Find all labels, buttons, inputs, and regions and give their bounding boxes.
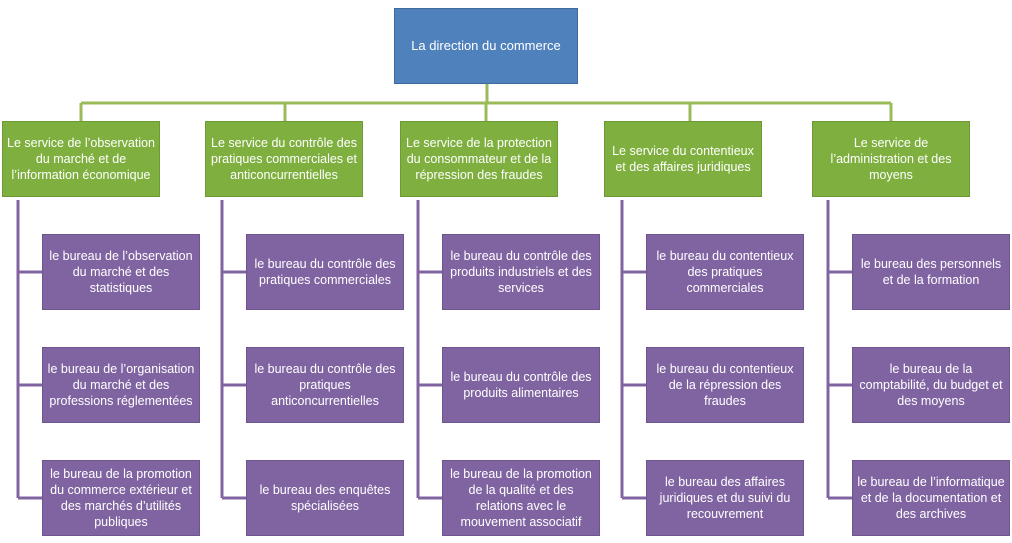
bureau-label: le bureau du contrôle des pratiques anti… xyxy=(254,362,396,408)
bureau-label: le bureau du contrôle des produits indus… xyxy=(450,249,592,295)
service-label: Le service de l’administration et des mo… xyxy=(830,136,952,182)
bureau-label: le bureau du contentieux de la répressio… xyxy=(656,362,794,408)
service-node-contentieux: Le service du contentieux et des affaire… xyxy=(604,121,762,197)
bureau-node: le bureau du contrôle des produits alime… xyxy=(442,347,600,423)
bureau-node: le bureau des personnels et de la format… xyxy=(852,234,1010,310)
bureau-node: le bureau de l’informatique et de la doc… xyxy=(852,460,1010,536)
service-label: Le service de l’observation du marché et… xyxy=(7,136,155,182)
bureau-label: le bureau des personnels et de la format… xyxy=(860,257,1002,287)
bureau-node: le bureau des enquêtes spécialisées xyxy=(246,460,404,536)
service-node-controle: Le service du contrôle des pratiques com… xyxy=(205,121,363,197)
bureau-label: le bureau de l’observation du marché et … xyxy=(49,249,193,295)
service-label: Le service de la protection du consommat… xyxy=(406,136,552,182)
bureau-label: le bureau de la promotion du commerce ex… xyxy=(50,467,192,529)
bureau-node: le bureau de la comptabilité, du budget … xyxy=(852,347,1010,423)
bureau-node: le bureau de l’organisation du marché et… xyxy=(42,347,200,423)
bureau-label: le bureau du contentieux des pratiques c… xyxy=(656,249,794,295)
root-label: La direction du commerce xyxy=(411,38,561,53)
bureau-label: le bureau du contrôle des produits alime… xyxy=(450,370,592,400)
bureau-label: le bureau de la promotion de la qualité … xyxy=(450,467,592,529)
bureau-node: le bureau du contrôle des produits indus… xyxy=(442,234,600,310)
bureau-node: le bureau de la promotion de la qualité … xyxy=(442,460,600,536)
bureau-node: le bureau du contrôle des pratiques anti… xyxy=(246,347,404,423)
bureau-node: le bureau de l’observation du marché et … xyxy=(42,234,200,310)
bureau-label: le bureau de la comptabilité, du budget … xyxy=(859,362,1003,408)
service-node-protection: Le service de la protection du consommat… xyxy=(400,121,558,197)
bureau-node: le bureau du contentieux de la répressio… xyxy=(646,347,804,423)
bureau-node: le bureau du contentieux des pratiques c… xyxy=(646,234,804,310)
service-label: Le service du contentieux et des affaire… xyxy=(612,144,754,174)
service-label: Le service du contrôle des pratiques com… xyxy=(211,136,357,182)
service-node-observation: Le service de l’observation du marché et… xyxy=(2,121,160,197)
bureau-label: le bureau du contrôle des pratiques comm… xyxy=(254,257,396,287)
bureau-node: le bureau de la promotion du commerce ex… xyxy=(42,460,200,536)
service-node-administration: Le service de l’administration et des mo… xyxy=(812,121,970,197)
bureau-node: le bureau des affaires juridiques et du … xyxy=(646,460,804,536)
bureau-node: le bureau du contrôle des pratiques comm… xyxy=(246,234,404,310)
bureau-label: le bureau de l’informatique et de la doc… xyxy=(857,475,1005,521)
bureau-label: le bureau des enquêtes spécialisées xyxy=(259,483,391,513)
bureau-label: le bureau des affaires juridiques et du … xyxy=(659,475,791,521)
bureau-label: le bureau de l’organisation du marché et… xyxy=(47,362,195,408)
root-node: La direction du commerce xyxy=(394,8,578,84)
